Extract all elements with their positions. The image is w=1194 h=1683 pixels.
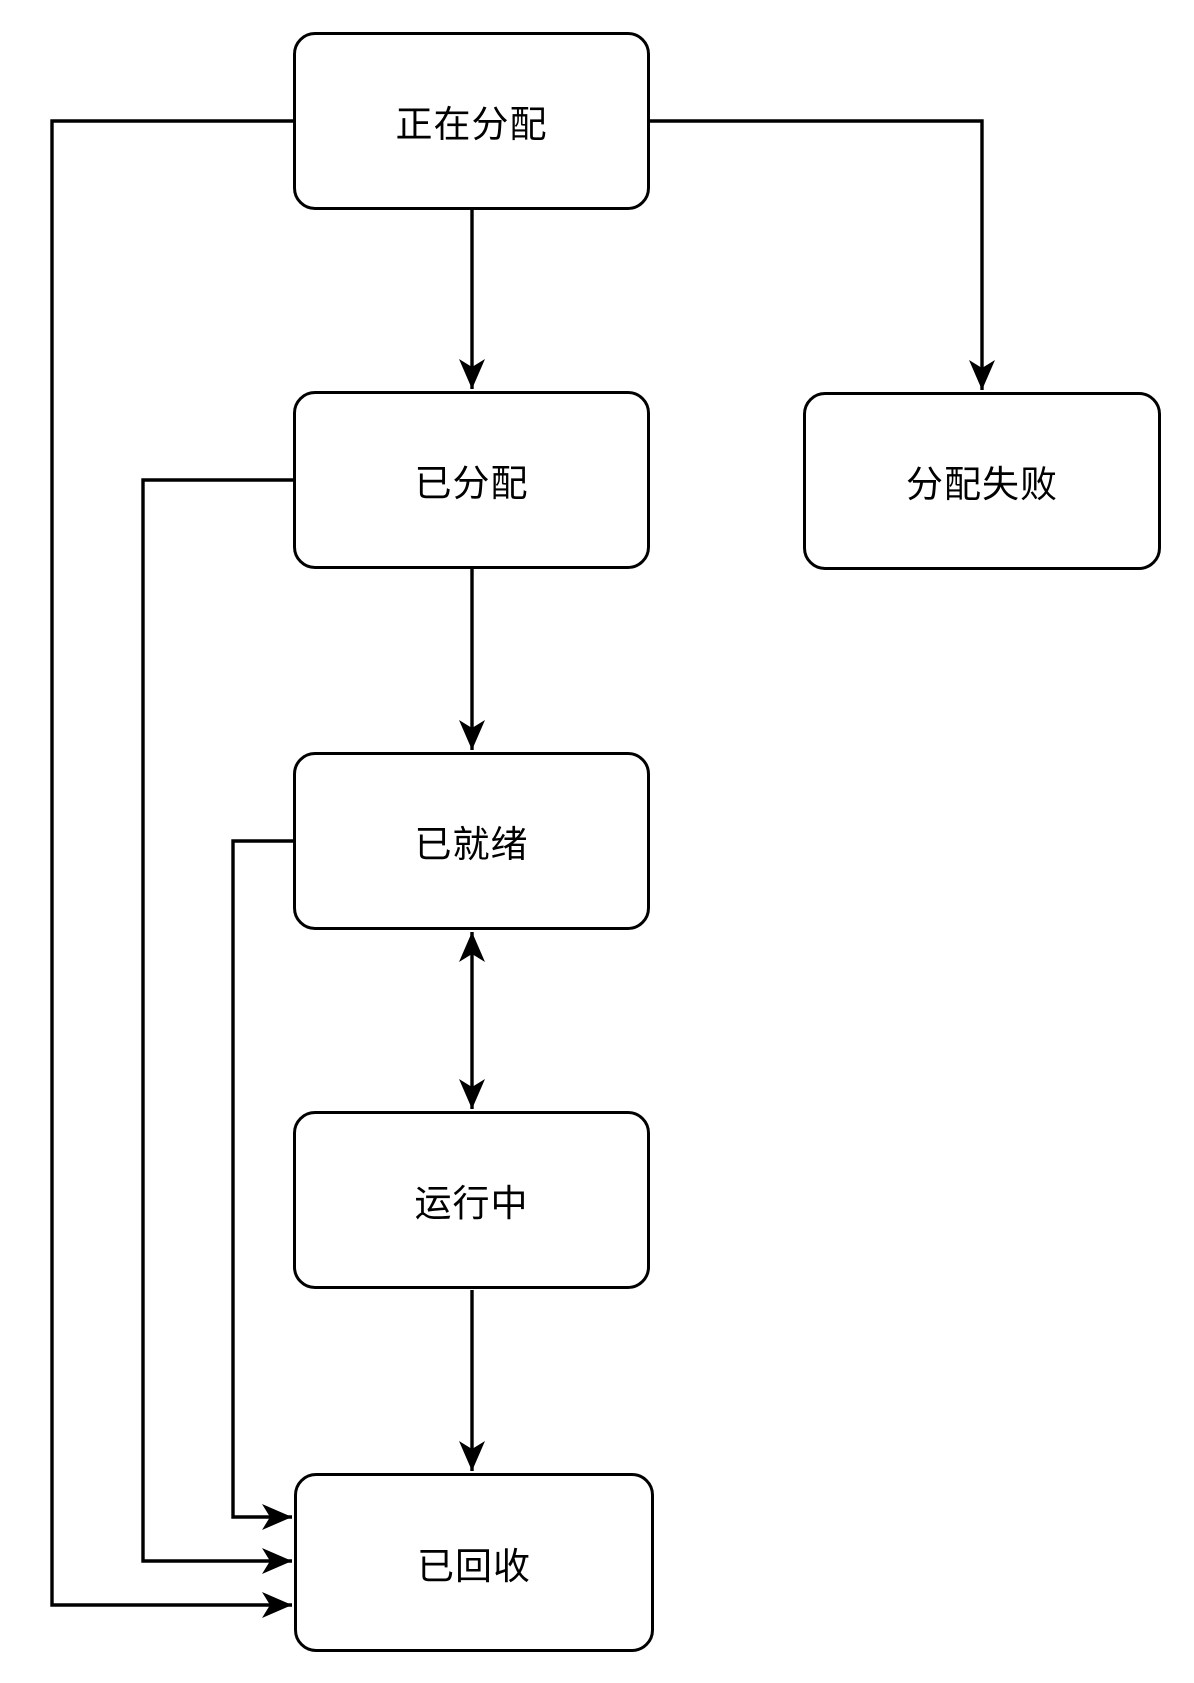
edge-allocating-to-allocation-failed	[650, 119, 995, 390]
node-allocation-failed: 分配失败	[803, 392, 1161, 570]
edge-allocated-to-recycled	[141, 478, 293, 1574]
node-allocating: 正在分配	[293, 32, 650, 210]
node-ready: 已就绪	[293, 752, 650, 930]
edge-allocating-to-recycled	[50, 119, 293, 1618]
node-recycled: 已回收	[294, 1473, 654, 1652]
node-allocated-label: 已分配	[414, 463, 529, 504]
node-running-label: 运行中	[414, 1183, 529, 1224]
edge-ready-to-recycled	[231, 839, 293, 1530]
node-allocated: 已分配	[293, 391, 650, 569]
node-recycled-label: 已回收	[417, 1545, 531, 1587]
node-ready-label: 已就绪	[414, 824, 529, 865]
node-allocating-label: 正在分配	[395, 104, 548, 145]
node-running: 运行中	[293, 1111, 650, 1289]
node-allocation-failed-label: 分配失败	[906, 464, 1058, 505]
